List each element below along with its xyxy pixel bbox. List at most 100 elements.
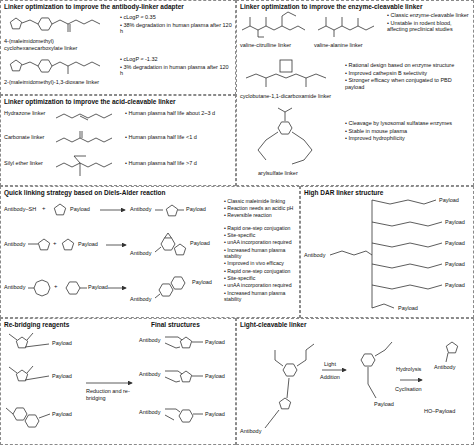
reaction-arrow bbox=[322, 370, 346, 371]
reaction-arrow bbox=[108, 288, 126, 289]
structure-label: Hydrolysis bbox=[396, 366, 421, 373]
structure-label: Antibody bbox=[4, 241, 25, 248]
succinimide-ring bbox=[166, 205, 177, 216]
text-group: Antibody bbox=[4, 284, 30, 292]
reagent-ring bbox=[16, 370, 27, 381]
structure-label: Payload bbox=[190, 240, 210, 247]
bond bbox=[192, 376, 203, 377]
text-group: valine-alanine linker bbox=[314, 42, 384, 50]
bullet-note: • Increased human plasma stability bbox=[224, 247, 298, 259]
bullet-note: • Rapid one-step conjugation bbox=[224, 268, 290, 274]
carbonyl bbox=[68, 24, 69, 32]
structure-label: Reduction and re-bridging bbox=[86, 388, 134, 401]
structure-label: HO–Payload bbox=[424, 408, 455, 415]
bullet-note: • Site-specific bbox=[224, 232, 255, 238]
structure-label: Antibody bbox=[139, 409, 160, 416]
panel-heading: Linker optimization to improve the acid-… bbox=[4, 98, 176, 106]
linker-chain bbox=[292, 132, 312, 164]
text-group: Hydrazone linker bbox=[4, 110, 52, 118]
text-group: cyclobutane-1,1-dicarboxamide linker bbox=[240, 93, 340, 101]
bridge-bond bbox=[165, 343, 180, 348]
structure-label: Silyl ether linker bbox=[4, 160, 43, 167]
text-group: valine-citrulline linker bbox=[240, 42, 312, 50]
bond bbox=[265, 410, 279, 428]
text-group: 4-(maleimidomethyl) cyclohexanecarboxyla… bbox=[4, 38, 112, 52]
bond bbox=[22, 62, 38, 66]
structure-label: Antibody bbox=[434, 364, 455, 371]
structure-label: valine-citrulline linker bbox=[240, 42, 291, 49]
structure-label: Carbonate linker bbox=[4, 134, 44, 141]
text-group: Antibody bbox=[240, 428, 268, 436]
text-group: Payload bbox=[186, 206, 220, 214]
panel-heading: Linker optimization to improve the enzym… bbox=[240, 3, 422, 11]
carbonyl bbox=[250, 17, 251, 26]
dioxane-ring bbox=[38, 60, 52, 72]
text-group: • cLogP ≈ 0.35• 38% degradation in human… bbox=[120, 14, 232, 36]
structure-label: Payload bbox=[445, 261, 465, 268]
carbonyl bbox=[70, 24, 71, 32]
structure-label: Light bbox=[324, 361, 336, 368]
side-chain bbox=[334, 30, 335, 37]
structure-label: Payload bbox=[398, 305, 418, 312]
reaction-arrow bbox=[106, 245, 126, 246]
sulfate-group bbox=[285, 108, 292, 112]
nitro-group bbox=[275, 350, 283, 366]
text-group: • Cleavage by lysosomal sulfatase enzyme… bbox=[345, 120, 471, 143]
carbonyl bbox=[342, 17, 343, 26]
text-group: + bbox=[53, 240, 63, 248]
text-group: Payload bbox=[52, 373, 82, 381]
bond bbox=[368, 367, 376, 398]
text-group: Payload bbox=[205, 411, 233, 419]
linker-chain bbox=[330, 251, 372, 255]
text-group: Antibody bbox=[434, 364, 464, 372]
text-group: Antibody bbox=[130, 250, 156, 258]
structure-label: Payload bbox=[88, 284, 108, 291]
imide-ring bbox=[174, 244, 185, 255]
carbamate-arm bbox=[297, 344, 314, 366]
text-group: • Human plasma half life <1 d bbox=[125, 134, 233, 142]
text-group: Payload bbox=[190, 240, 222, 248]
bridged-ring bbox=[180, 371, 191, 382]
bullet-note: • Increased human plasma stability bbox=[224, 290, 298, 302]
text-group: Antibody bbox=[139, 337, 165, 345]
branch bbox=[372, 200, 436, 204]
panel-heading: Quick linking strategy based on Diels-Al… bbox=[4, 189, 165, 197]
maleimide-ring bbox=[10, 60, 21, 71]
thiophenyl-arm bbox=[9, 334, 17, 340]
text-group: Antibody bbox=[139, 409, 165, 417]
carbonyl bbox=[80, 131, 81, 138]
structure-label: Addition bbox=[320, 374, 340, 381]
text-group: • Rapid one-step conjugation• Site-speci… bbox=[224, 225, 298, 267]
bond bbox=[52, 20, 100, 24]
bridged-ring bbox=[180, 337, 191, 348]
text-group: Antibody bbox=[139, 371, 165, 379]
bond bbox=[39, 414, 50, 418]
backbone bbox=[372, 200, 373, 308]
bullet-note: • Improved cathepsin B selectivity bbox=[345, 70, 427, 77]
maleimide-ring bbox=[54, 204, 65, 215]
branch bbox=[372, 304, 394, 308]
text-group: 2-(maleimidomethyl)-1,3-dioxane linker bbox=[4, 79, 114, 87]
bullet-note: • Classic maleimide linking bbox=[224, 198, 285, 204]
hydrazone-chain bbox=[56, 114, 112, 118]
text-group: Antibody bbox=[4, 241, 30, 249]
structure-label: Antibody bbox=[139, 337, 160, 344]
text-group: Carbonate linker bbox=[4, 134, 52, 142]
text-group: Payload bbox=[374, 401, 404, 409]
intermediate-ring bbox=[361, 354, 375, 366]
bond bbox=[192, 342, 203, 343]
bridge-bond bbox=[165, 337, 182, 340]
text-group: Antibody bbox=[130, 206, 156, 214]
thioether-bond bbox=[155, 210, 163, 211]
structure-label: Payload bbox=[374, 401, 394, 408]
text-group: + bbox=[42, 205, 52, 213]
bullet-note: • Classic enzyme-cleavable linker bbox=[387, 12, 469, 19]
cyclooctyne-ring bbox=[34, 280, 50, 296]
structure-label: valine-alanine linker bbox=[314, 42, 363, 49]
panel-heading: Re-bridging reagents bbox=[4, 321, 69, 329]
cyclohexane-ring bbox=[38, 18, 52, 30]
bridge-bond bbox=[165, 371, 182, 374]
structure-label: Payload bbox=[205, 411, 225, 418]
structure-label: cyclobutane-1,1-dicarboxamide linker bbox=[240, 93, 331, 100]
panel-box: Re-bridging reagentsFinal structures bbox=[0, 318, 236, 445]
